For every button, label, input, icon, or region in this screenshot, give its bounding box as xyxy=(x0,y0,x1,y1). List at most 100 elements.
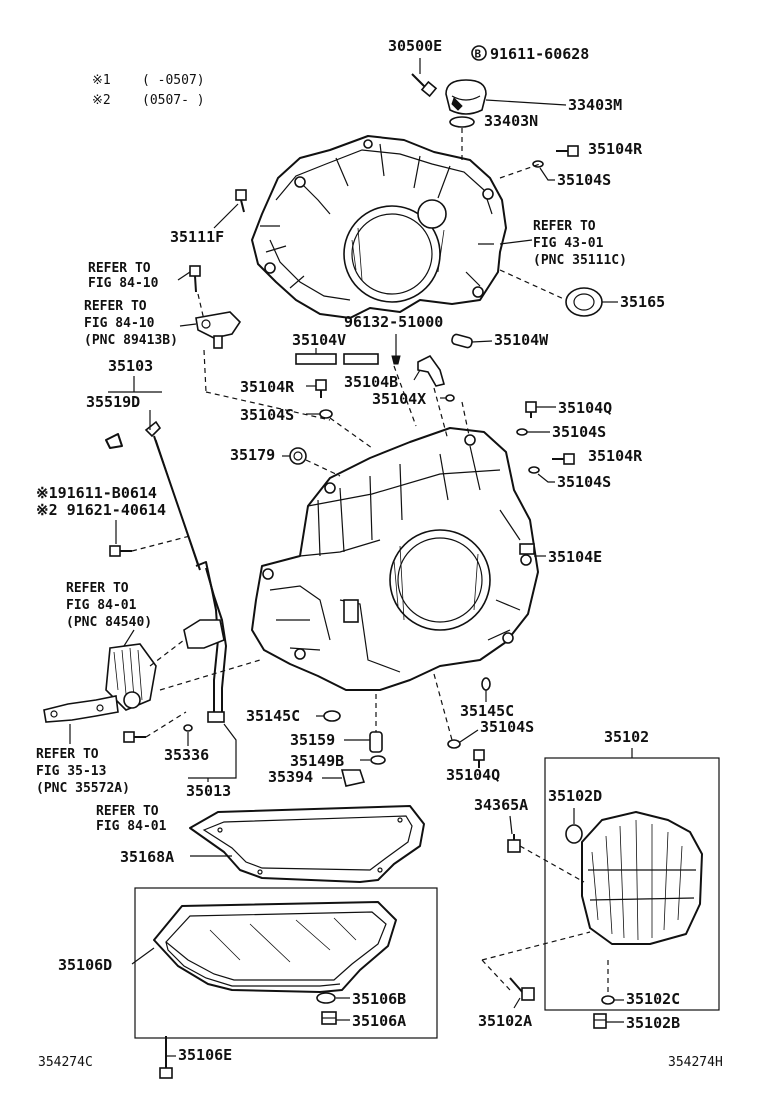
label-35168a[interactable]: 35168A xyxy=(120,848,174,866)
fitting-35104b xyxy=(417,354,445,387)
label-35104r-top[interactable]: 35104R xyxy=(588,140,643,158)
oil-pan-box xyxy=(134,887,438,1039)
label-35519d[interactable]: 35519D xyxy=(86,393,140,411)
ref-fig-43-01-l1[interactable]: REFER TO xyxy=(533,219,596,234)
ref-fig-84-01-a-l1[interactable]: REFER TO xyxy=(66,581,129,596)
bolt-35104r-mid xyxy=(315,379,327,398)
label-91621-40614[interactable]: ※2 91621-40614 xyxy=(36,501,166,519)
gasket-35149b xyxy=(370,755,386,765)
label-96132-51000[interactable]: 96132-51000 xyxy=(344,313,443,331)
label-35106d[interactable]: 35106D xyxy=(58,956,112,974)
nut-shift-lever xyxy=(123,731,146,743)
ref-fig-84-10-b-l1[interactable]: REFER TO xyxy=(84,299,147,314)
label-35104r-mid[interactable]: 35104R xyxy=(240,378,295,396)
ref-fig-84-10-b-l2[interactable]: FIG 84-10 xyxy=(84,316,155,331)
gasket-35168a xyxy=(189,805,425,883)
ring-35104x xyxy=(445,394,455,402)
label-35394[interactable]: 35394 xyxy=(268,768,313,786)
label-35104x[interactable]: 35104X xyxy=(372,390,426,408)
ref-fig-35-13-l3[interactable]: (PNC 35572A) xyxy=(36,781,130,796)
label-30500e[interactable]: 30500E xyxy=(388,37,442,55)
label-35179[interactable]: 35179 xyxy=(230,446,275,464)
label-35145c-left[interactable]: 35145C xyxy=(246,707,300,725)
ref-fig-84-10-b-l3[interactable]: (PNC 89413B) xyxy=(84,333,178,348)
ref-fig-84-01-b-l1[interactable]: REFER TO xyxy=(96,804,159,819)
legend: ※1 ( -0507) ※2 (0507- ) xyxy=(92,73,205,108)
bolt-sensor-top xyxy=(189,265,201,293)
circled-b-symbol: B xyxy=(471,45,487,61)
label-35106e[interactable]: 35106E xyxy=(178,1046,232,1064)
converter-housing xyxy=(251,135,507,319)
bolt-35104q-low xyxy=(473,749,485,768)
label-33403m[interactable]: 33403M xyxy=(568,96,622,114)
label-35104q-right[interactable]: 35104Q xyxy=(558,399,612,417)
label-35102c[interactable]: 35102C xyxy=(626,990,680,1008)
label-35104s-mid[interactable]: 35104S xyxy=(240,406,294,424)
bolt-35104q-right xyxy=(525,401,537,418)
label-35104q-low[interactable]: 35104Q xyxy=(446,766,500,784)
label-35102d[interactable]: 35102D xyxy=(548,787,602,805)
ref-fig-84-01-a-l2[interactable]: FIG 84-01 xyxy=(66,598,137,613)
label-35102[interactable]: 35102 xyxy=(604,728,649,746)
cap-33403m xyxy=(445,79,487,115)
neutral-switch xyxy=(105,643,157,711)
ref-fig-84-01-b-l2[interactable]: FIG 84-01 xyxy=(96,819,167,834)
label-35159[interactable]: 35159 xyxy=(290,731,335,749)
seal-35145c-left xyxy=(323,710,341,722)
legend-note-2-mark: ※2 xyxy=(92,93,111,108)
label-91611-b0614[interactable]: ※191611-B0614 xyxy=(36,484,157,502)
bolt-35106e xyxy=(159,1036,173,1079)
bolt-30500e xyxy=(411,73,438,98)
label-34365a[interactable]: 34365A xyxy=(474,796,528,814)
ref-fig-43-01-l2[interactable]: FIG 43-01 xyxy=(533,236,604,251)
washer-35104s-low xyxy=(447,739,461,749)
label-35165[interactable]: 35165 xyxy=(620,293,665,311)
ring-35336 xyxy=(183,724,193,732)
label-35111f[interactable]: 35111F xyxy=(170,228,224,246)
label-35104s-right1[interactable]: 35104S xyxy=(552,423,606,441)
label-35104s-low[interactable]: 35104S xyxy=(480,718,534,736)
ref-fig-84-01-a-l3[interactable]: (PNC 84540) xyxy=(66,615,152,630)
label-35104e[interactable]: 35104E xyxy=(548,548,602,566)
label-35145c-right[interactable]: 35145C xyxy=(460,702,514,720)
label-35102a[interactable]: 35102A xyxy=(478,1012,532,1030)
pin-35104w xyxy=(451,333,473,349)
strainer-box xyxy=(544,757,720,1011)
label-35336[interactable]: 35336 xyxy=(164,746,209,764)
label-35102b[interactable]: 35102B xyxy=(626,1014,680,1032)
ref-fig-43-01-l3[interactable]: (PNC 35111C) xyxy=(533,253,627,268)
ref-fig-84-10-a-l2[interactable]: FIG 84-10 xyxy=(88,276,159,291)
o-ring-33403n xyxy=(449,116,475,128)
bolt-91611-b0614 xyxy=(109,545,132,557)
label-35104w[interactable]: 35104W xyxy=(494,331,549,349)
gasket-35106b xyxy=(316,992,336,1004)
clip-35519d xyxy=(105,433,123,449)
plug-35159 xyxy=(369,731,383,753)
oil-pan-35106d xyxy=(153,901,397,993)
bolt-34365a xyxy=(507,834,521,853)
ref-fig-84-10-a-l1[interactable]: REFER TO xyxy=(88,261,151,276)
label-35103[interactable]: 35103 xyxy=(108,357,153,375)
dipstick-tube-35013 xyxy=(183,561,227,723)
label-33403n[interactable]: 33403N xyxy=(484,112,538,130)
label-35106a[interactable]: 35106A xyxy=(352,1012,406,1030)
label-35104s-right2[interactable]: 35104S xyxy=(557,473,611,491)
label-35104b[interactable]: 35104B xyxy=(344,373,398,391)
label-35106b[interactable]: 35106B xyxy=(352,990,406,1008)
washer-35104s-mid xyxy=(319,409,333,419)
transaxle-case xyxy=(251,427,539,691)
dipstick-35103 xyxy=(144,420,201,571)
seal-35145c-right xyxy=(481,677,491,691)
label-35104s-top[interactable]: 35104S xyxy=(557,171,611,189)
label-35104v[interactable]: 35104V xyxy=(292,331,346,349)
label-35013[interactable]: 35013 xyxy=(186,782,231,800)
ref-fig-35-13-l2[interactable]: FIG 35-13 xyxy=(36,764,106,779)
label-35104r-right[interactable]: 35104R xyxy=(588,447,643,465)
legend-note-1-mark: ※1 xyxy=(92,73,111,88)
svg-text:B: B xyxy=(475,48,482,61)
label-35149b[interactable]: 35149B xyxy=(290,752,344,770)
washer-35104s-right2 xyxy=(528,466,540,474)
ref-fig-35-13-l1[interactable]: REFER TO xyxy=(36,747,99,762)
label-91611-60628[interactable]: 91611-60628 xyxy=(490,45,589,63)
